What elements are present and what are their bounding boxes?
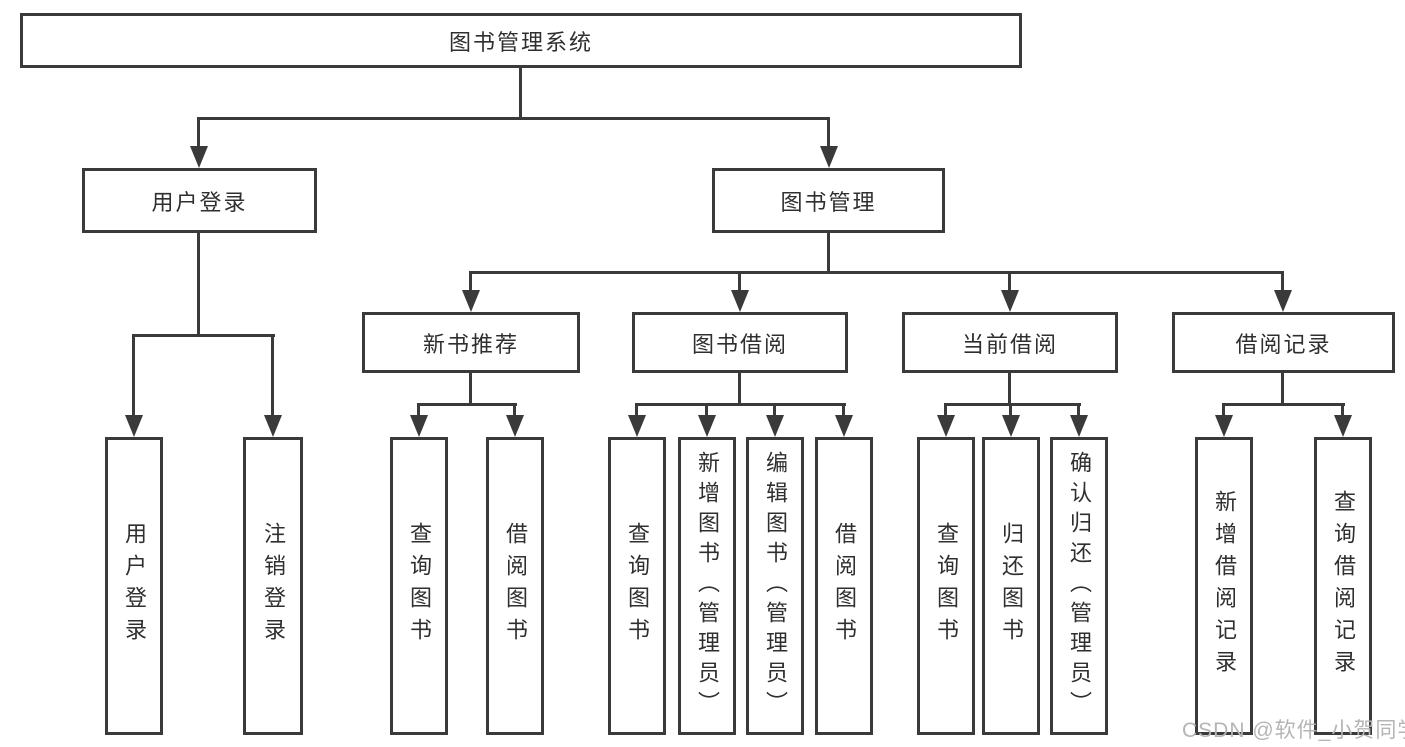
connector-stub-bb-borrow [842,403,845,418]
node-user-login: 用户登录 [82,168,317,233]
connector-stub-bb-edit [773,403,776,418]
arrow-down-icon [1001,290,1019,312]
arrow-down-icon [190,146,208,168]
arrow-down-icon [125,415,143,437]
connector-newbook-drop [469,373,472,406]
node-user-login-label: 用户登录 [151,189,248,215]
connector-stub-borrow-record [1281,271,1284,293]
node-book-borrow: 图书借阅 [632,312,848,373]
leaf-user-login: 用户登录 [105,437,163,735]
connector-stub-new-book-recommend [469,271,472,293]
connector-bookborrow-rail [636,403,846,406]
leaf-current-return-label: 归还图书 [999,522,1024,650]
node-borrow-record: 借阅记录 [1172,312,1395,373]
node-new-book-recommend: 新书推荐 [362,312,580,373]
connector-currentborrow-drop [1008,373,1011,406]
leaf-record-query-label: 查询借阅记录 [1331,490,1356,682]
connector-stub-current-borrow [1008,271,1011,293]
leaf-borrow-edit-book-label: 编辑图书（管理员） [763,451,788,721]
leaf-borrow-query: 查询图书 [608,437,666,735]
connector-stub-cb-confirm [1077,403,1080,418]
connector-stub-newbook-borrow [513,403,516,418]
arrow-down-icon [820,146,838,168]
leaf-current-query-label: 查询图书 [934,522,959,650]
connector-book-mgmt-rail [470,271,1284,274]
node-new-book-recommend-label: 新书推荐 [422,331,519,357]
arrow-down-icon [506,415,524,437]
arrow-down-icon [1215,415,1233,437]
leaf-logout: 注销登录 [243,437,303,735]
leaf-newbook-borrow: 借阅图书 [486,437,544,735]
arrow-down-icon [1334,415,1352,437]
leaf-borrow-borrow-book-label: 借阅图书 [832,522,857,650]
connector-stub-bb-query [635,403,638,418]
leaf-current-confirm-return-label: 确认归还（管理员） [1067,451,1092,721]
connector-stub-leaf-user-login [132,334,135,418]
node-borrow-record-label: 借阅记录 [1235,331,1332,357]
arrow-down-icon [462,290,480,312]
connector-stub-br-query [1341,403,1344,418]
node-book-borrow-label: 图书借阅 [691,331,788,357]
connector-book-mgmt-drop [827,233,830,274]
connector-stub-book-borrow [738,271,741,293]
csdn-watermark: CSDN @软件_小贺同学 [1182,719,1405,742]
leaf-borrow-query-label: 查询图书 [625,522,650,650]
arrow-down-icon [628,415,646,437]
leaf-borrow-add-book-label: 新增图书（管理员） [695,451,720,721]
node-root: 图书管理系统 [20,13,1022,68]
arrow-down-icon [264,415,282,437]
leaf-borrow-edit-book: 编辑图书（管理员） [746,437,804,735]
leaf-borrow-borrow-book: 借阅图书 [815,437,873,735]
connector-currentborrow-rail [945,403,1081,406]
arrow-down-icon [410,415,428,437]
leaf-current-return: 归还图书 [982,437,1040,735]
connector-stub-cb-query [944,403,947,418]
leaf-newbook-query-label: 查询图书 [407,522,432,650]
leaf-newbook-borrow-label: 借阅图书 [503,522,528,650]
arrow-down-icon [1002,415,1020,437]
connector-root-drop [519,68,522,119]
arrow-down-icon [937,415,955,437]
node-book-management-label: 图书管理 [780,189,877,215]
arrow-down-icon [1274,290,1292,312]
connector-borrowrecord-drop [1281,373,1284,406]
connector-newbook-rail [418,403,517,406]
arrow-down-icon [835,415,853,437]
connector-stub-leaf-logout [271,334,274,418]
leaf-user-login-label: 用户登录 [122,522,147,650]
connector-root-rail [198,117,830,120]
leaf-record-query: 查询借阅记录 [1314,437,1372,735]
connector-user-login-rail [133,334,275,337]
connector-stub-bb-add [705,403,708,418]
node-book-management: 图书管理 [712,168,945,233]
connector-bookborrow-drop [738,373,741,406]
node-current-borrow-label: 当前借阅 [961,331,1058,357]
connector-borrowrecord-rail [1223,403,1345,406]
leaf-current-confirm-return: 确认归还（管理员） [1050,437,1108,735]
connector-stub-user-login [197,117,200,149]
leaf-record-add: 新增借阅记录 [1195,437,1253,735]
node-current-borrow: 当前借阅 [902,312,1118,373]
arrow-down-icon [1070,415,1088,437]
leaf-record-add-label: 新增借阅记录 [1212,490,1237,682]
arrow-down-icon [766,415,784,437]
connector-stub-cb-return [1009,403,1012,418]
connector-stub-newbook-query [417,403,420,418]
connector-stub-br-add [1222,403,1225,418]
leaf-current-query: 查询图书 [917,437,975,735]
connector-user-login-drop [197,233,200,337]
leaf-newbook-query: 查询图书 [390,437,448,735]
arrow-down-icon [731,290,749,312]
leaf-logout-label: 注销登录 [261,522,286,650]
arrow-down-icon [698,415,716,437]
leaf-borrow-add-book: 新增图书（管理员） [678,437,736,735]
connector-stub-book-management [827,117,830,149]
node-root-label: 图书管理系统 [448,29,593,55]
